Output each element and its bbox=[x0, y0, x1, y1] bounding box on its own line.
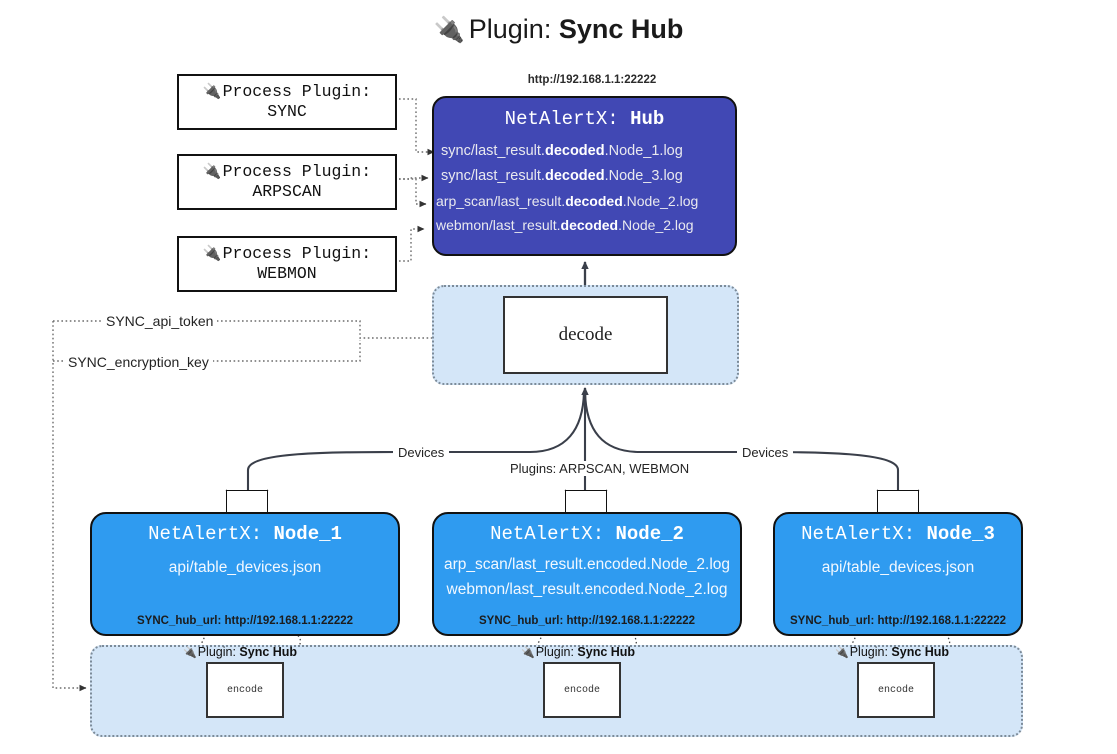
encode-box-node-2[interactable]: encode bbox=[543, 662, 621, 718]
encode-box-node-3[interactable]: encode bbox=[857, 662, 935, 718]
process-plugin-webmon[interactable]: 🔌Process Plugin: WEBMON bbox=[177, 236, 397, 292]
process-plugin-line2: SYNC bbox=[267, 102, 307, 121]
process-plugin-line1: 🔌Process Plugin: bbox=[202, 161, 372, 181]
devices-label-left: Devices bbox=[393, 445, 450, 460]
decode-box[interactable]: decode bbox=[503, 296, 668, 374]
hub-log-line: sync/last_result.decoded.Node_3.log bbox=[441, 167, 683, 184]
sync-api-token-label: SYNC_api_token bbox=[102, 313, 218, 329]
node-line: api/table_devices.json bbox=[168, 559, 322, 576]
hub-url-label: http://192.168.1.1:22222 bbox=[527, 74, 657, 86]
node-hub-url-label: SYNC_hub_url: http://192.168.1.1:22222 bbox=[789, 615, 1007, 627]
process-plugin-line2: ARPSCAN bbox=[252, 182, 322, 201]
plug-icon: 🔌 bbox=[202, 82, 222, 100]
plug-icon: 🔌 bbox=[202, 244, 222, 262]
devices-label-right: Devices bbox=[737, 445, 794, 460]
node-title: NetAlertX: Node_1 bbox=[148, 523, 342, 545]
node-line: webmon/last_result.encoded.Node_2.log bbox=[446, 581, 728, 599]
plug-icon: 🔌 bbox=[521, 647, 535, 659]
node-line: arp_scan/last_result.encoded.Node_2.log bbox=[443, 556, 731, 573]
process-plugin-line1: 🔌Process Plugin: bbox=[202, 81, 372, 101]
process-plugin-sync[interactable]: 🔌Process Plugin: SYNC bbox=[177, 74, 397, 130]
node-line: api/table_devices.json bbox=[821, 559, 975, 576]
process-plugin-arpscan[interactable]: 🔌Process Plugin: ARPSCAN bbox=[177, 154, 397, 210]
encoder-plugin-label: 🔌Plugin: Sync Hub bbox=[521, 645, 636, 659]
plug-icon: 🔌 bbox=[433, 16, 465, 44]
page-title: 🔌Plugin: Sync Hub bbox=[0, 14, 1117, 45]
node-box-node-2[interactable]: NetAlertX: Node_2 arp_scan/last_result.e… bbox=[432, 512, 742, 636]
title-prefix: Plugin: bbox=[468, 14, 559, 44]
encoder-plugin-label: 🔌Plugin: Sync Hub bbox=[183, 645, 298, 659]
hub-log-line: webmon/last_result.decoded.Node_2.log bbox=[436, 216, 694, 233]
hub-log-line: sync/last_result.decoded.Node_1.log bbox=[441, 143, 683, 159]
plug-icon: 🔌 bbox=[183, 647, 197, 659]
title-name: Sync Hub bbox=[558, 14, 684, 44]
process-plugin-line2: WEBMON bbox=[257, 264, 317, 283]
hub-box[interactable]: NetAlertX: Hub sync/last_result.decoded.… bbox=[432, 96, 737, 256]
node-box-node-1[interactable]: NetAlertX: Node_1 api/table_devices.json… bbox=[90, 512, 400, 636]
encoder-plugin-label: 🔌Plugin: Sync Hub bbox=[835, 645, 950, 659]
node-hub-url-label: SYNC_hub_url: http://192.168.1.1:22222 bbox=[136, 615, 354, 627]
node-hub-url-label: SYNC_hub_url: http://192.168.1.1:22222 bbox=[478, 615, 696, 627]
hub-log-line: arp_scan/last_result.decoded.Node_2.log bbox=[436, 192, 699, 209]
plug-icon: 🔌 bbox=[835, 647, 849, 659]
node-title: NetAlertX: Node_3 bbox=[801, 523, 995, 545]
node-box-node-3[interactable]: NetAlertX: Node_3 api/table_devices.json… bbox=[773, 512, 1023, 636]
encode-box-node-1[interactable]: encode bbox=[206, 662, 284, 718]
sync-encryption-key-label: SYNC_encryption_key bbox=[64, 354, 213, 370]
plugins-label: Plugins: ARPSCAN, WEBMON bbox=[505, 461, 695, 476]
node-title: NetAlertX: Node_2 bbox=[490, 523, 684, 545]
plug-icon: 🔌 bbox=[202, 162, 222, 180]
hub-title: NetAlertX: Hub bbox=[504, 108, 665, 130]
process-plugin-line1: 🔌Process Plugin: bbox=[202, 243, 372, 263]
